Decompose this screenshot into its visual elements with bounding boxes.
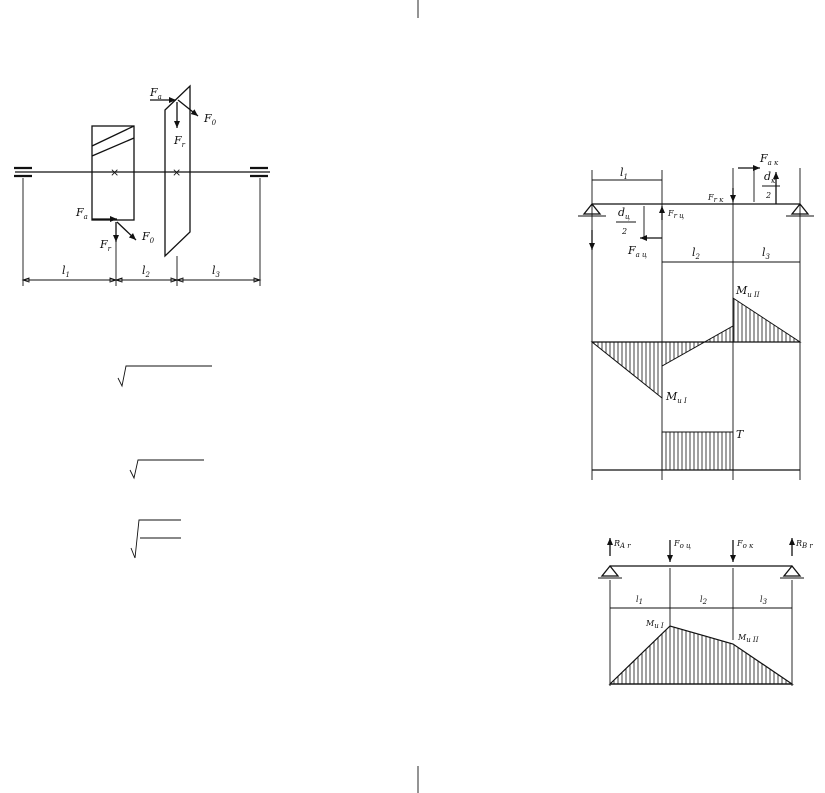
label2-m1: Mи I <box>645 619 664 630</box>
label-fb-bottom: F0 <box>141 230 155 245</box>
label-dk-den: 2 <box>765 191 771 200</box>
label-torque: T <box>736 428 745 441</box>
label-frk: Fr к <box>707 193 724 204</box>
torque-area <box>661 431 734 471</box>
gear-shaft-sketch: × × Fa F0 Fr Fa F0 Fr l1 l2 l3 <box>14 84 270 286</box>
label-fik: Fо к <box>736 539 754 550</box>
moment-area-2 <box>661 325 734 367</box>
label-top-l3: l3 <box>762 246 771 261</box>
force-arrow-fb-top <box>177 99 199 117</box>
label2-l2: l2 <box>700 595 708 606</box>
helix-line-2 <box>91 137 135 157</box>
radical-sign-3 <box>130 519 181 559</box>
radical-sign-2 <box>129 459 204 480</box>
label-dc-den: 2 <box>621 227 627 236</box>
label-frc: Fr ц <box>667 209 684 220</box>
label-ray: RA r <box>613 539 631 550</box>
horizontal-plane-diagram: RA r Fо ц Fо к RB r l1 l2 l3 Mи I Mи II <box>598 538 813 686</box>
moment-area-1 <box>590 341 663 400</box>
label-fic: Fо ц <box>673 539 691 550</box>
dim-l1: l1 <box>62 264 70 279</box>
dim-l3: l3 <box>212 264 221 279</box>
helix-line-1 <box>91 125 135 147</box>
label2-l1: l1 <box>636 595 643 606</box>
beam-moment-diagram: l1 Fa к dк 2 Fr к Fr ц dц 2 Fa ц l2 l3 <box>578 152 814 480</box>
label-fa-top: Fa <box>149 86 162 101</box>
support2-b <box>782 564 802 577</box>
bevel-gear <box>164 84 191 258</box>
moment-area-3 <box>732 297 802 343</box>
label-fr-top: Fr <box>173 134 186 149</box>
label-fr-bottom: Fr <box>99 238 112 253</box>
label-m1: Mи I <box>665 390 687 405</box>
force-arrow-fb-bottom <box>116 221 137 241</box>
support2-a <box>600 564 620 577</box>
radical-sign-1 <box>117 365 212 388</box>
label-m2: Mи II <box>735 284 760 299</box>
label-rby: RB r <box>795 539 813 550</box>
label2-m2: Mи II <box>737 633 759 644</box>
moment2-area <box>608 625 794 685</box>
label2-l3: l3 <box>760 595 768 606</box>
dim-l2: l2 <box>142 264 151 279</box>
label-dk: dк <box>764 170 776 185</box>
label-dc: dц <box>618 206 630 221</box>
label-fb-top: F0 <box>203 112 217 127</box>
bevel-center-mark: × <box>172 166 181 179</box>
label-fa-bottom: Fa <box>75 206 88 221</box>
label-fak: Fa к <box>759 152 779 167</box>
gear-center-mark: × <box>110 166 119 179</box>
label-top-l2: l2 <box>692 246 701 261</box>
label-top-l1: l1 <box>620 166 628 181</box>
label-fac: Fa ц <box>627 244 647 259</box>
formula-fragments <box>117 365 212 559</box>
